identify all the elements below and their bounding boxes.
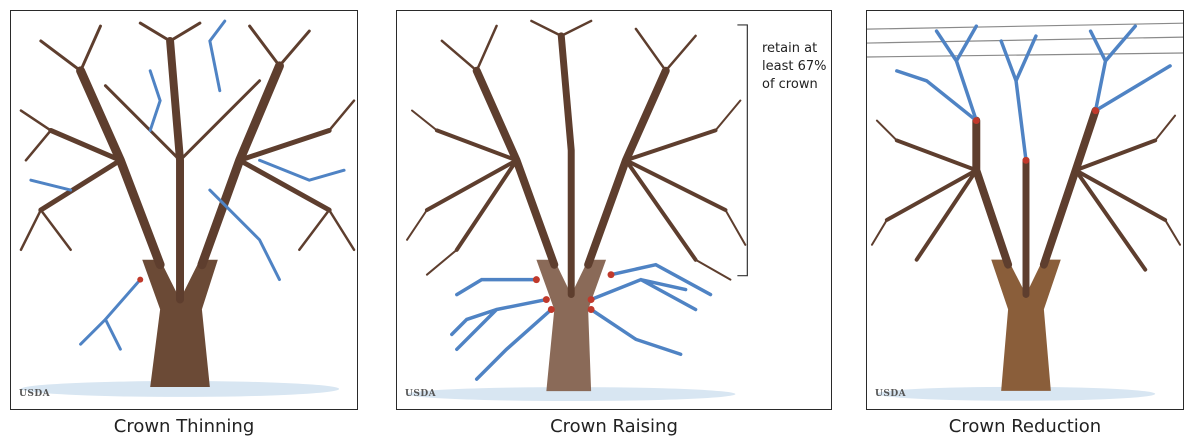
usda-credit: USDA: [19, 389, 50, 399]
usda-credit: USDA: [875, 389, 906, 399]
caption-crown-reduction: Crown Reduction: [866, 416, 1184, 437]
usda-credit: USDA: [405, 389, 436, 399]
tree-illustration-thinning: [11, 11, 357, 409]
tree-illustration-reduction: [867, 11, 1183, 409]
retain-crown-note: retain at least 67% of crown: [762, 40, 832, 94]
panel-crown-thinning: USDA: [10, 10, 358, 410]
panel-crown-reduction: USDA: [866, 10, 1184, 410]
caption-crown-raising: Crown Raising: [396, 416, 832, 437]
caption-crown-thinning: Crown Thinning: [10, 416, 358, 437]
